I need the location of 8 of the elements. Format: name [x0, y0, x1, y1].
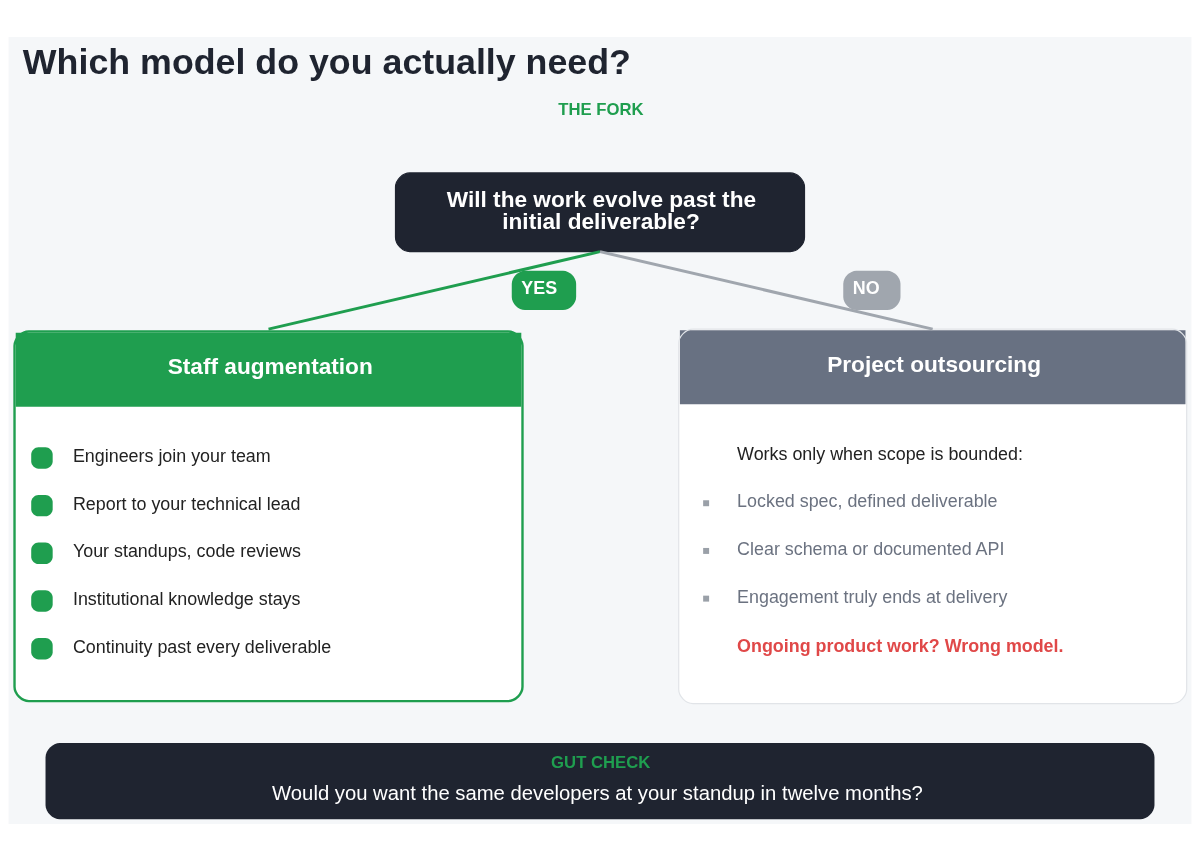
label: THE FORK [558, 99, 644, 119]
diagram-title: Which model do you actually need? [22, 41, 631, 82]
node-box: GUT CHECK Would you want the same developers at your standup in twelve months? [45, 742, 1155, 819]
connector [268, 249, 601, 331]
edge-label: NO [852, 277, 880, 298]
edge-label: YES [521, 277, 558, 298]
node-box: Will the work evolve past the initial deliverable? [394, 171, 806, 252]
connector [599, 249, 934, 331]
